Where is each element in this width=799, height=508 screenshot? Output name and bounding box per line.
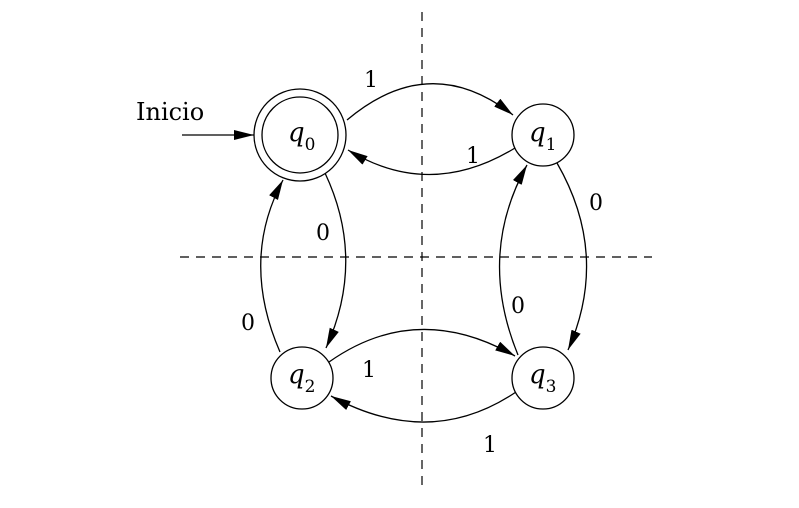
state-q3-subscript: 3 — [546, 377, 557, 397]
edge-q3-q1 — [498, 164, 528, 356]
edge-label-q3-q2: 1 — [483, 433, 497, 458]
edge-label-q2-q0: 0 — [241, 311, 255, 336]
state-q2-name: q — [288, 360, 305, 390]
edge-label-q2-q3: 1 — [362, 358, 376, 383]
edge-label-q0-q1: 1 — [364, 68, 378, 93]
edge-q2-q3 — [328, 328, 516, 363]
edge-q1-q3 — [556, 162, 588, 351]
state-q2-circle — [270, 346, 334, 410]
edge-q0-q2 — [324, 172, 347, 349]
state-q0-name: q — [288, 118, 305, 148]
edge-q0-q1 — [346, 83, 514, 121]
state-q1-label: q1 — [529, 118, 556, 155]
edge-q3-q2 — [330, 391, 517, 423]
edge-label-q0-q2: 0 — [316, 221, 330, 246]
state-q0: q0 — [253, 88, 347, 182]
state-q1-circle — [511, 103, 575, 167]
state-q2-subscript: 2 — [305, 377, 316, 397]
state-q1-name: q — [529, 118, 546, 148]
state-q3: q3 — [511, 346, 575, 410]
state-q0-label: q0 — [288, 118, 315, 155]
start-label: Inicio — [136, 98, 204, 126]
state-q1-subscript: 1 — [546, 135, 557, 155]
edge-label-q1-q0: 1 — [466, 144, 480, 169]
state-q1: q1 — [511, 103, 575, 167]
state-q2: q2 — [270, 346, 334, 410]
edge-label-q1-q3: 0 — [589, 191, 603, 216]
state-q0-inner-circle — [261, 96, 339, 174]
state-q0-subscript: 0 — [305, 135, 316, 155]
edge-q1-q0 — [347, 147, 516, 176]
state-q3-circle — [511, 346, 575, 410]
edge-label-q3-q1: 0 — [511, 294, 525, 319]
state-q2-label: q2 — [288, 360, 315, 397]
state-q3-name: q — [529, 360, 546, 390]
state-q3-label: q3 — [529, 360, 556, 397]
edge-q2-q0 — [260, 179, 284, 353]
